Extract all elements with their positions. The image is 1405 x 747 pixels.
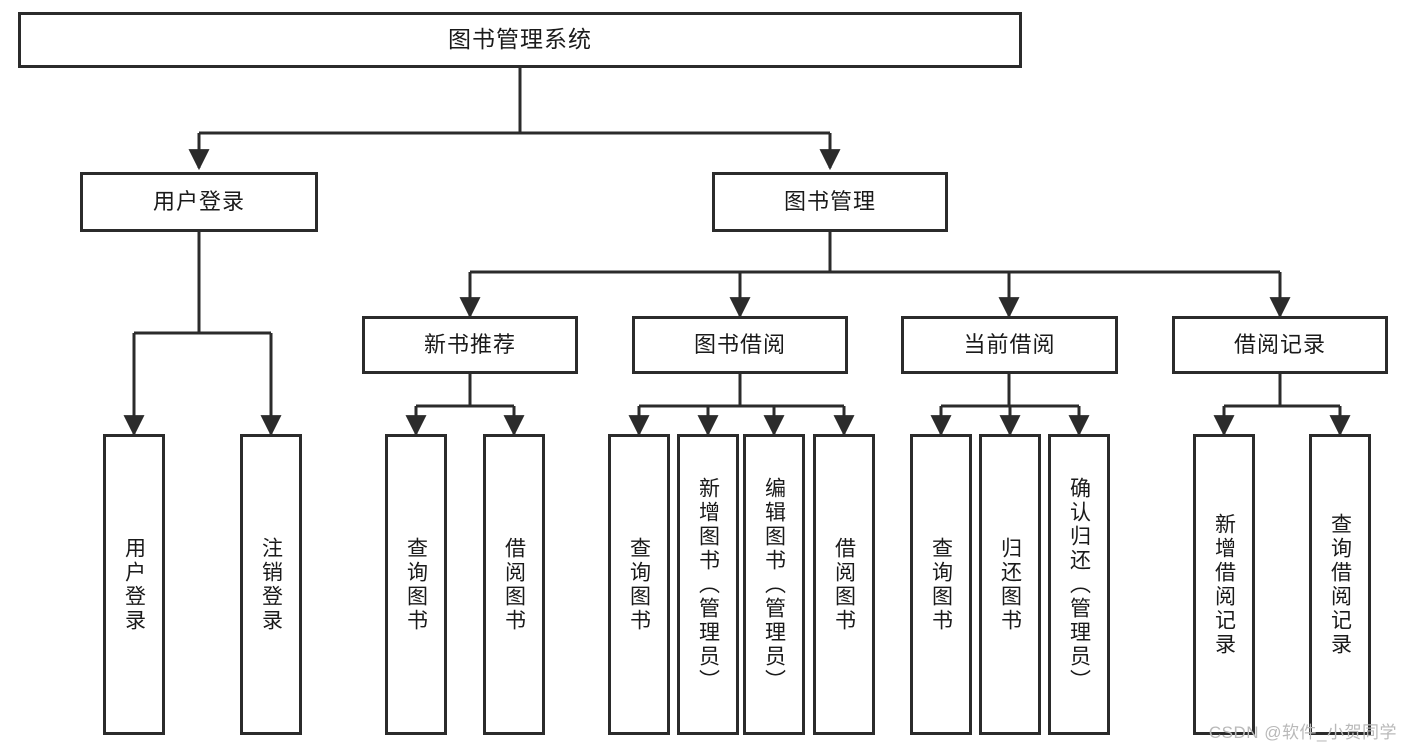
node-leaf-borrow-book-1[interactable]: 借阅图书	[483, 434, 545, 735]
node-leaf-add-record-label: 新增借阅记录	[1212, 512, 1236, 657]
node-book-manage[interactable]: 图书管理	[712, 172, 948, 232]
node-leaf-confirm-return[interactable]: 确认归还（管理员）	[1048, 434, 1110, 735]
node-leaf-edit-book[interactable]: 编辑图书（管理员）	[743, 434, 805, 735]
node-leaf-query-book-1-label: 查询图书	[404, 536, 428, 633]
node-leaf-query-book-2-label: 查询图书	[627, 536, 651, 633]
node-leaf-edit-book-label: 编辑图书（管理员）	[762, 476, 786, 693]
node-leaf-add-book[interactable]: 新增图书（管理员）	[677, 434, 739, 735]
node-borrow-record[interactable]: 借阅记录	[1172, 316, 1388, 374]
node-leaf-borrow-book-2-label: 借阅图书	[832, 536, 856, 633]
node-new-book-recommend-label: 新书推荐	[423, 331, 516, 357]
node-new-book-recommend[interactable]: 新书推荐	[362, 316, 578, 374]
node-leaf-user-login[interactable]: 用户登录	[103, 434, 165, 735]
node-leaf-return-book[interactable]: 归还图书	[979, 434, 1041, 735]
node-leaf-add-record[interactable]: 新增借阅记录	[1193, 434, 1255, 735]
node-book-borrow[interactable]: 图书借阅	[632, 316, 848, 374]
node-leaf-user-login-label: 用户登录	[122, 536, 146, 633]
node-leaf-borrow-book-2[interactable]: 借阅图书	[813, 434, 875, 735]
node-user-login[interactable]: 用户登录	[80, 172, 318, 232]
node-current-borrow[interactable]: 当前借阅	[901, 316, 1118, 374]
node-leaf-return-book-label: 归还图书	[998, 536, 1022, 633]
node-leaf-query-book-3-label: 查询图书	[929, 536, 953, 633]
node-leaf-logout-login[interactable]: 注销登录	[240, 434, 302, 735]
node-leaf-query-book-1[interactable]: 查询图书	[385, 434, 447, 735]
watermark: CSDN @软件_小贺同学	[1208, 723, 1397, 742]
node-leaf-borrow-book-1-label: 借阅图书	[502, 536, 526, 633]
node-leaf-query-book-2[interactable]: 查询图书	[608, 434, 670, 735]
node-root-label: 图书管理系统	[448, 26, 592, 53]
node-leaf-query-record-label: 查询借阅记录	[1328, 512, 1352, 657]
node-leaf-query-book-3[interactable]: 查询图书	[910, 434, 972, 735]
node-borrow-record-label: 借阅记录	[1233, 331, 1326, 357]
node-book-borrow-label: 图书借阅	[693, 331, 786, 357]
node-leaf-logout-login-label: 注销登录	[259, 536, 283, 633]
node-root[interactable]: 图书管理系统	[18, 12, 1022, 68]
node-leaf-confirm-return-label: 确认归还（管理员）	[1067, 476, 1091, 693]
node-book-manage-label: 图书管理	[783, 188, 876, 214]
node-leaf-add-book-label: 新增图书（管理员）	[696, 476, 720, 693]
node-current-borrow-label: 当前借阅	[963, 331, 1056, 357]
node-leaf-query-record[interactable]: 查询借阅记录	[1309, 434, 1371, 735]
node-user-login-label: 用户登录	[152, 188, 245, 214]
